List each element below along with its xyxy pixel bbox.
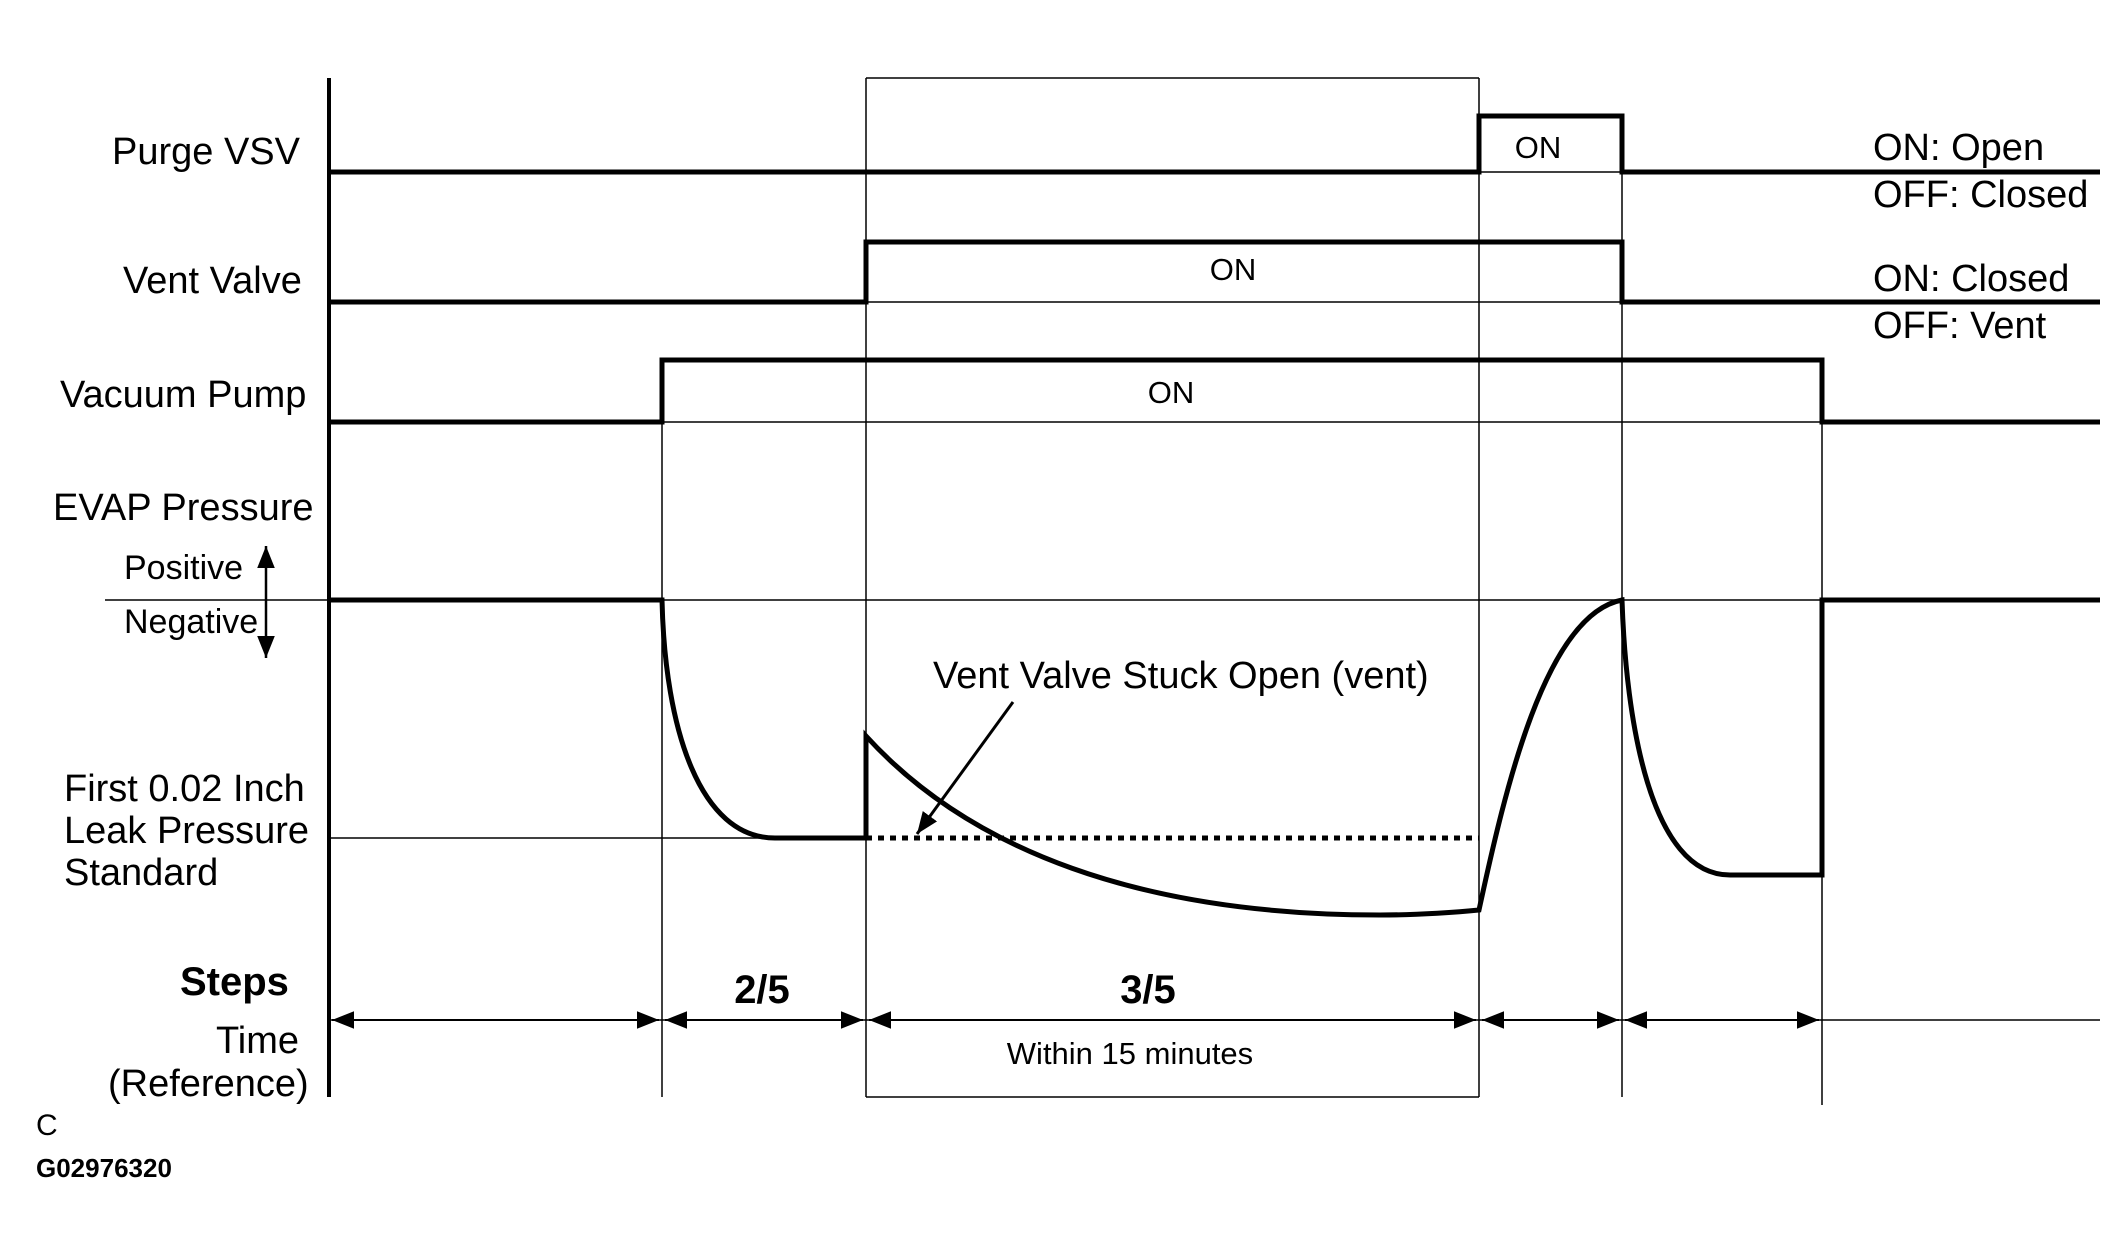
vacuum-pump-label: Vacuum Pump: [60, 374, 306, 416]
purge-vsv-label: Purge VSV: [112, 131, 301, 173]
standard-label-line3: Standard: [64, 852, 218, 894]
time-label-line2: (Reference): [108, 1063, 309, 1105]
figure-code: G02976320: [36, 1153, 172, 1183]
step-2-label: 2/5: [734, 968, 790, 1012]
purge-vsv-legend-on: ON: Open: [1873, 127, 2044, 169]
purge-vsv-on-text: ON: [1515, 130, 1562, 165]
vent-stuck-open-annotation: Vent Valve Stuck Open (vent): [933, 655, 1429, 697]
standard-label-line1: First 0.02 Inch: [64, 768, 305, 810]
standard-label-line2: Leak Pressure: [64, 810, 309, 852]
vent-valve-legend-off: OFF: Vent: [1873, 305, 2047, 347]
evap-positive-label: Positive: [124, 549, 243, 587]
vacuum-pump-signal: [329, 357, 2100, 425]
vent-valve-legend-on: ON: Closed: [1873, 258, 2069, 300]
within-15-minutes: Within 15 minutes: [1007, 1036, 1253, 1071]
vent-valve-on-text: ON: [1210, 252, 1257, 287]
evap-negative-label: Negative: [124, 603, 258, 641]
purge-vsv-legend-off: OFF: Closed: [1873, 174, 2088, 216]
steps-label: Steps: [180, 960, 289, 1004]
annotation-arrow: [915, 701, 1015, 835]
vacuum-pump-on-text: ON: [1148, 375, 1195, 410]
step-3-label: 3/5: [1120, 968, 1176, 1012]
evap-pressure-curve: [329, 596, 2100, 918]
figure-letter: C: [36, 1109, 58, 1142]
purge-vsv-signal: [329, 113, 2100, 175]
vent-valve-signal: [329, 239, 2100, 305]
time-label-line1: Time: [216, 1020, 299, 1062]
vent-valve-label: Vent Valve: [123, 260, 302, 302]
evap-pressure-label: EVAP Pressure: [53, 487, 314, 529]
